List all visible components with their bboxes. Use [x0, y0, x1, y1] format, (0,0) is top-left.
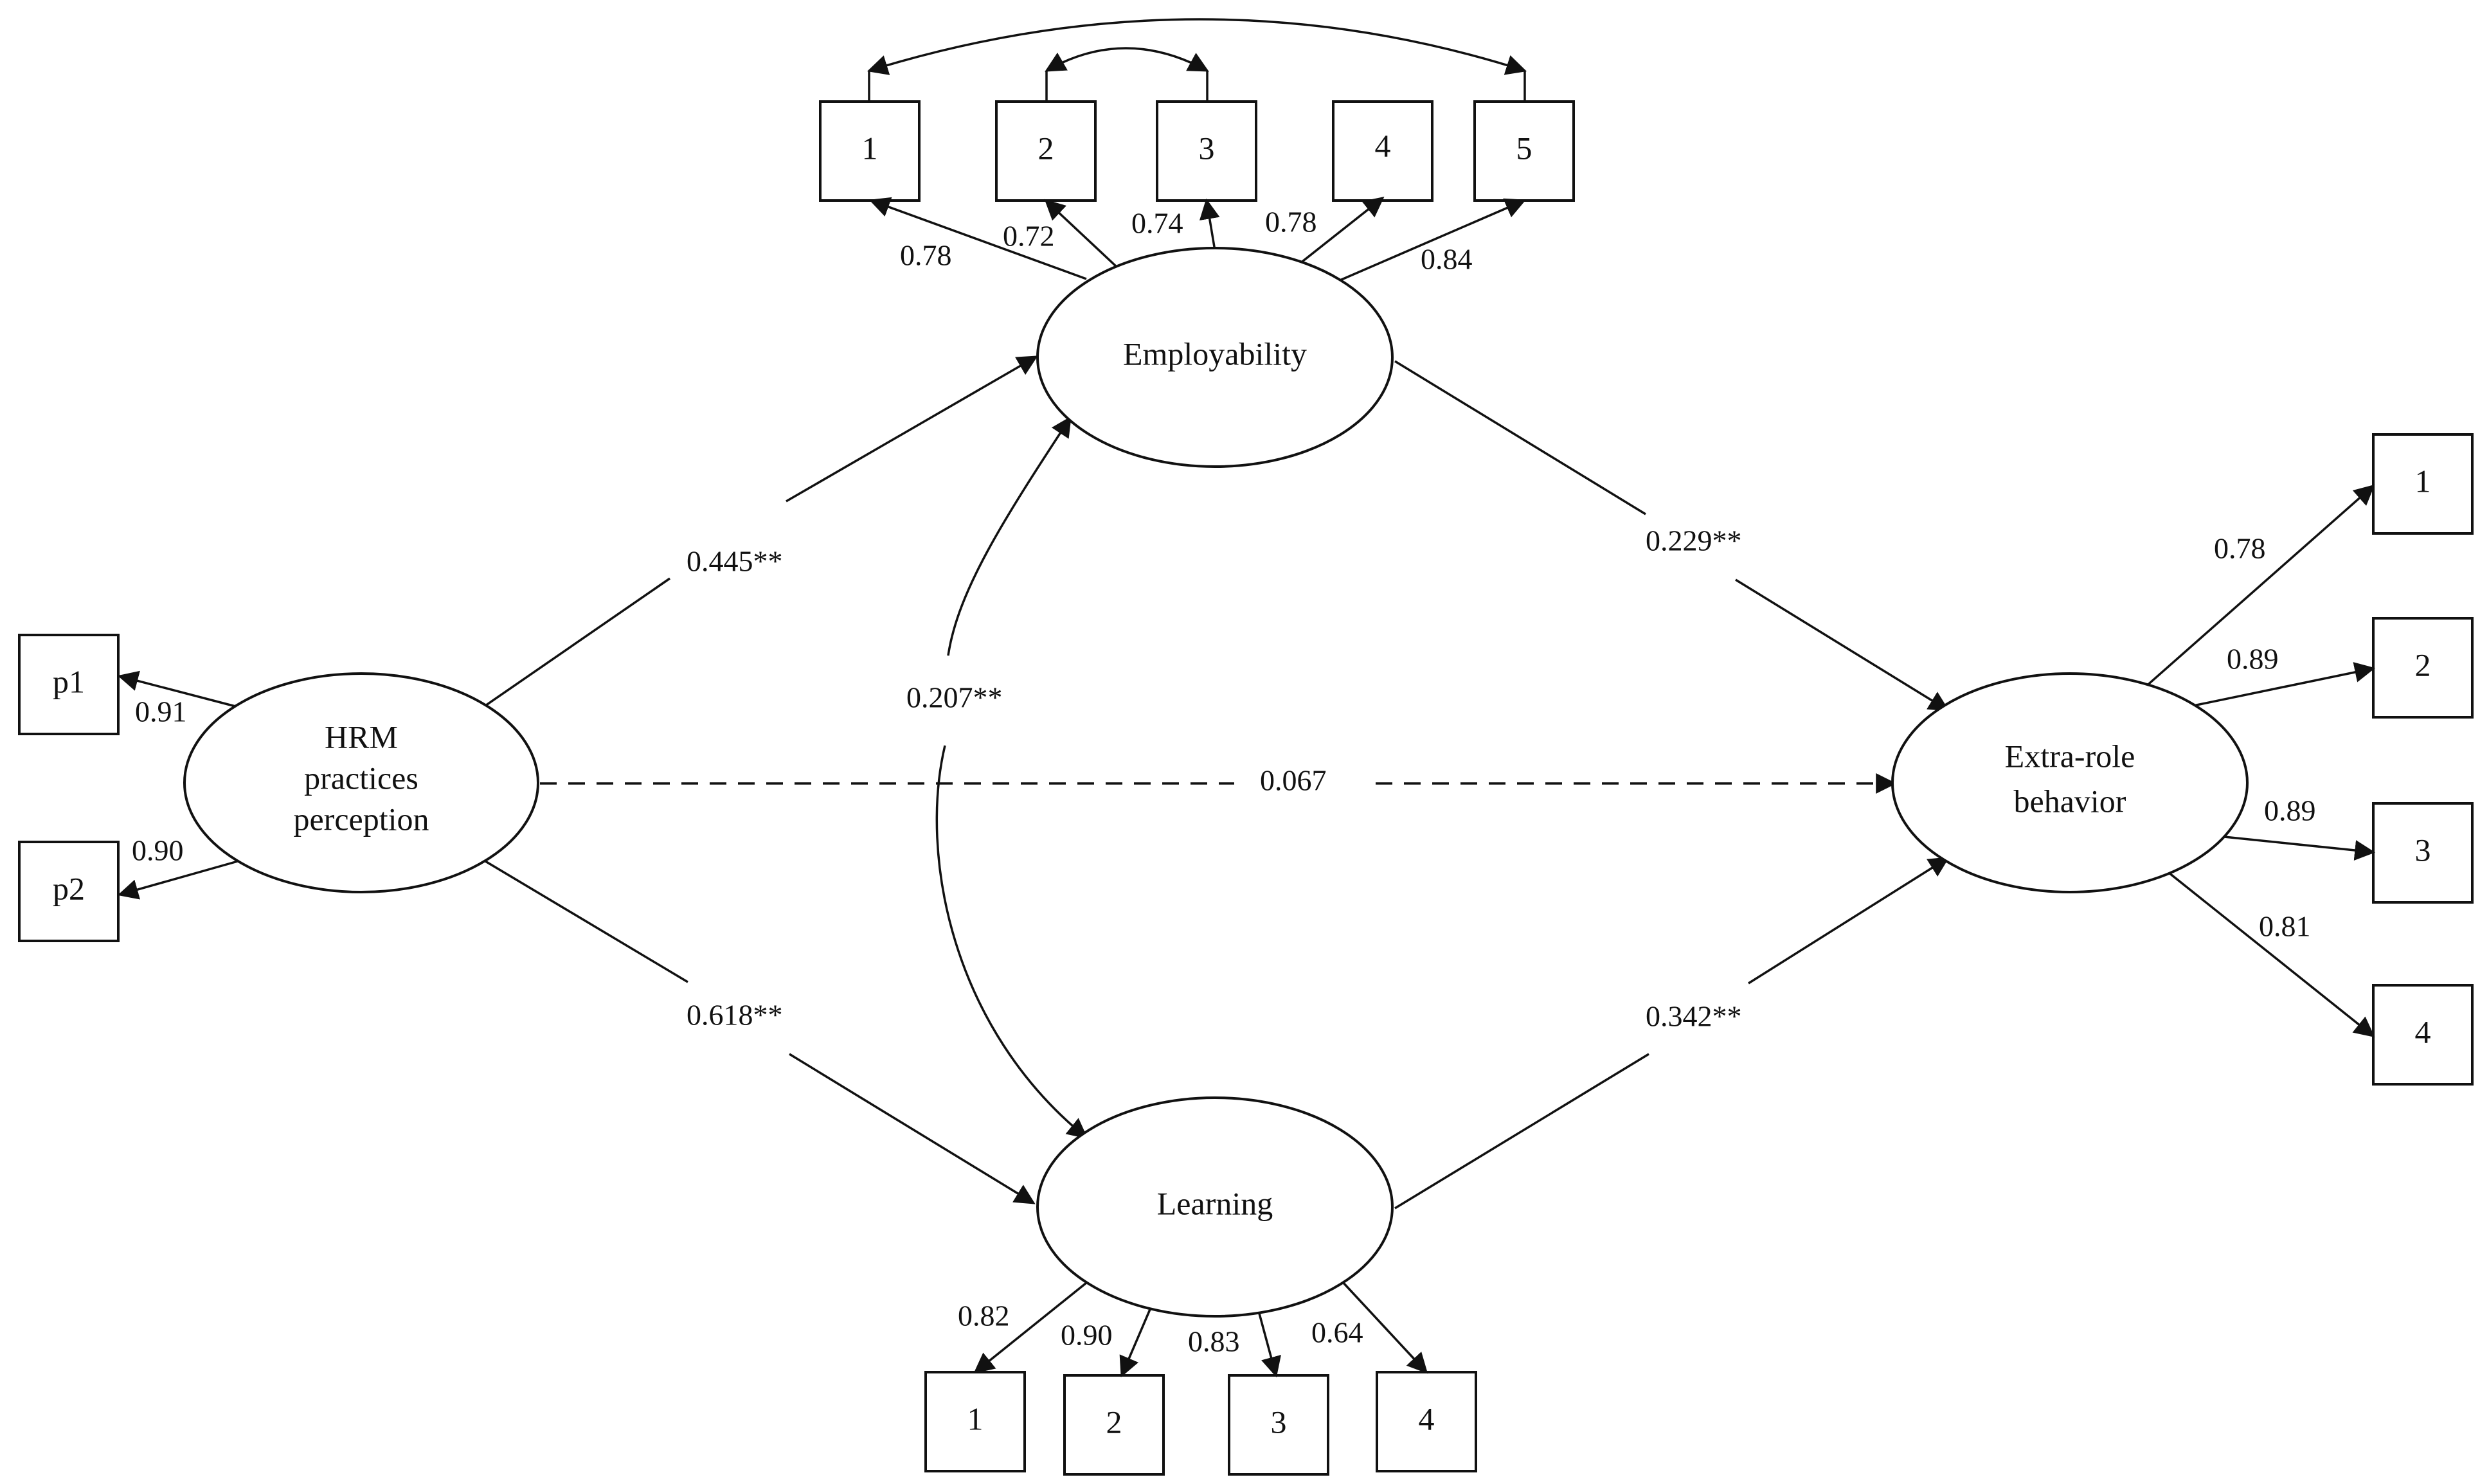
- path-label-hrm-employability: 0.445**: [687, 545, 783, 578]
- loading-arrow-x4: [2168, 872, 2375, 1037]
- loading-label-x4: 0.81: [2259, 910, 2311, 943]
- employability-indicator-1: 1: [819, 100, 921, 202]
- employability-indicator-3: 3: [1156, 100, 1257, 202]
- loading-arrow-e2: [1044, 199, 1119, 269]
- svg-text:2: 2: [2415, 647, 2431, 683]
- latent-employability: Employability: [1036, 247, 1394, 468]
- svg-text:3: 3: [1271, 1404, 1287, 1440]
- path-hrm-to-employability: [485, 357, 1036, 707]
- path-label-learning-extra-role: 0.342**: [1646, 1000, 1742, 1033]
- loading-label-e5: 0.84: [1421, 243, 1473, 276]
- path-label-hrm-extra-role: 0.067: [1260, 764, 1327, 797]
- loading-arrow-p2: [117, 860, 238, 900]
- latent-hrm-practices-perception: HRM practices perception: [183, 672, 539, 893]
- path-hrm-to-learning: [485, 860, 1034, 1203]
- loading-arrow-x1: [2143, 484, 2375, 689]
- loading-arrow-x2: [2193, 662, 2376, 707]
- svg-text:p1: p1: [53, 663, 85, 699]
- extra-role-indicator-4: 4: [2372, 984, 2474, 1086]
- svg-text:Learning: Learning: [1157, 1185, 1273, 1221]
- covariance-arc-e1-e5: [867, 18, 1527, 75]
- svg-text:4: 4: [1419, 1400, 1435, 1436]
- loading-arrow-l1: [973, 1282, 1088, 1374]
- svg-text:Extra-role: Extra-role: [2005, 738, 2135, 774]
- extra-role-indicator-2: 2: [2372, 617, 2474, 719]
- latent-learning: Learning: [1036, 1096, 1394, 1318]
- svg-text:behavior: behavior: [2014, 783, 2126, 819]
- svg-text:perception: perception: [293, 801, 429, 837]
- svg-text:1: 1: [862, 130, 878, 166]
- loading-label-l2: 0.90: [1061, 1319, 1113, 1352]
- hrm-indicator-p2: p2: [18, 841, 120, 942]
- loading-arrow-e1: [868, 197, 1087, 280]
- svg-text:p2: p2: [53, 870, 85, 906]
- hrm-indicator-p1: p1: [18, 634, 120, 735]
- loading-arrow-e4: [1298, 197, 1385, 265]
- loading-arrow-e3: [1199, 198, 1220, 251]
- employability-indicator-2: 2: [995, 100, 1097, 202]
- svg-text:4: 4: [1375, 127, 1391, 163]
- path-label-hrm-learning: 0.618**: [687, 999, 783, 1032]
- path-learning-to-extra-role: [1394, 858, 1948, 1210]
- loading-arrow-p1: [117, 670, 238, 708]
- loading-label-p2: 0.90: [132, 834, 184, 867]
- loading-label-l1: 0.82: [958, 1300, 1010, 1332]
- path-label-employability-extra-role: 0.229**: [1646, 524, 1742, 557]
- svg-text:practices: practices: [304, 760, 418, 796]
- svg-text:5: 5: [1516, 130, 1532, 166]
- loading-label-x1: 0.78: [2214, 532, 2266, 565]
- employability-indicator-5: 5: [1473, 100, 1575, 202]
- svg-text:1: 1: [967, 1400, 984, 1436]
- loading-arrow-l3: [1257, 1310, 1281, 1378]
- employability-indicator-4: 4: [1332, 100, 1433, 202]
- learning-indicator-1: 1: [924, 1371, 1026, 1472]
- learning-indicator-2: 2: [1063, 1374, 1165, 1476]
- loading-label-x3: 0.89: [2264, 794, 2316, 827]
- loading-label-l3: 0.83: [1188, 1325, 1240, 1358]
- loading-label-l4: 0.64: [1311, 1316, 1363, 1349]
- covariance-arc-e2-e3: [1045, 47, 1209, 72]
- svg-text:2: 2: [1038, 130, 1054, 166]
- path-employability-to-extra-role: [1394, 360, 1948, 710]
- loading-arrow-e5: [1336, 198, 1526, 283]
- svg-text:Employability: Employability: [1123, 335, 1307, 371]
- svg-text:HRM: HRM: [325, 719, 398, 755]
- latent-extra-role-behavior: Extra-role behavior: [1891, 672, 2249, 893]
- extra-role-indicator-1: 1: [2372, 433, 2474, 535]
- loading-label-e1: 0.78: [900, 239, 952, 272]
- svg-text:1: 1: [2415, 463, 2431, 499]
- learning-indicator-3: 3: [1228, 1374, 1329, 1476]
- svg-text:3: 3: [1199, 130, 1215, 166]
- loading-label-e2: 0.72: [1003, 220, 1055, 253]
- covariance-label: 0.207**: [906, 681, 1003, 714]
- covariance-employability-learning: [935, 418, 1086, 1138]
- svg-text:2: 2: [1106, 1404, 1122, 1440]
- loading-label-e4: 0.78: [1265, 206, 1317, 238]
- svg-text:4: 4: [2415, 1014, 2431, 1050]
- loading-label-p1: 0.91: [135, 695, 187, 728]
- loading-arrow-x3: [2224, 836, 2376, 861]
- learning-indicator-4: 4: [1376, 1371, 1477, 1472]
- loading-label-x2: 0.89: [2227, 643, 2279, 675]
- svg-text:3: 3: [2415, 832, 2431, 868]
- loading-label-e3: 0.74: [1131, 207, 1183, 240]
- loading-arrow-l4: [1341, 1280, 1428, 1374]
- extra-role-indicator-3: 3: [2372, 802, 2474, 904]
- loading-arrow-l2: [1119, 1307, 1152, 1377]
